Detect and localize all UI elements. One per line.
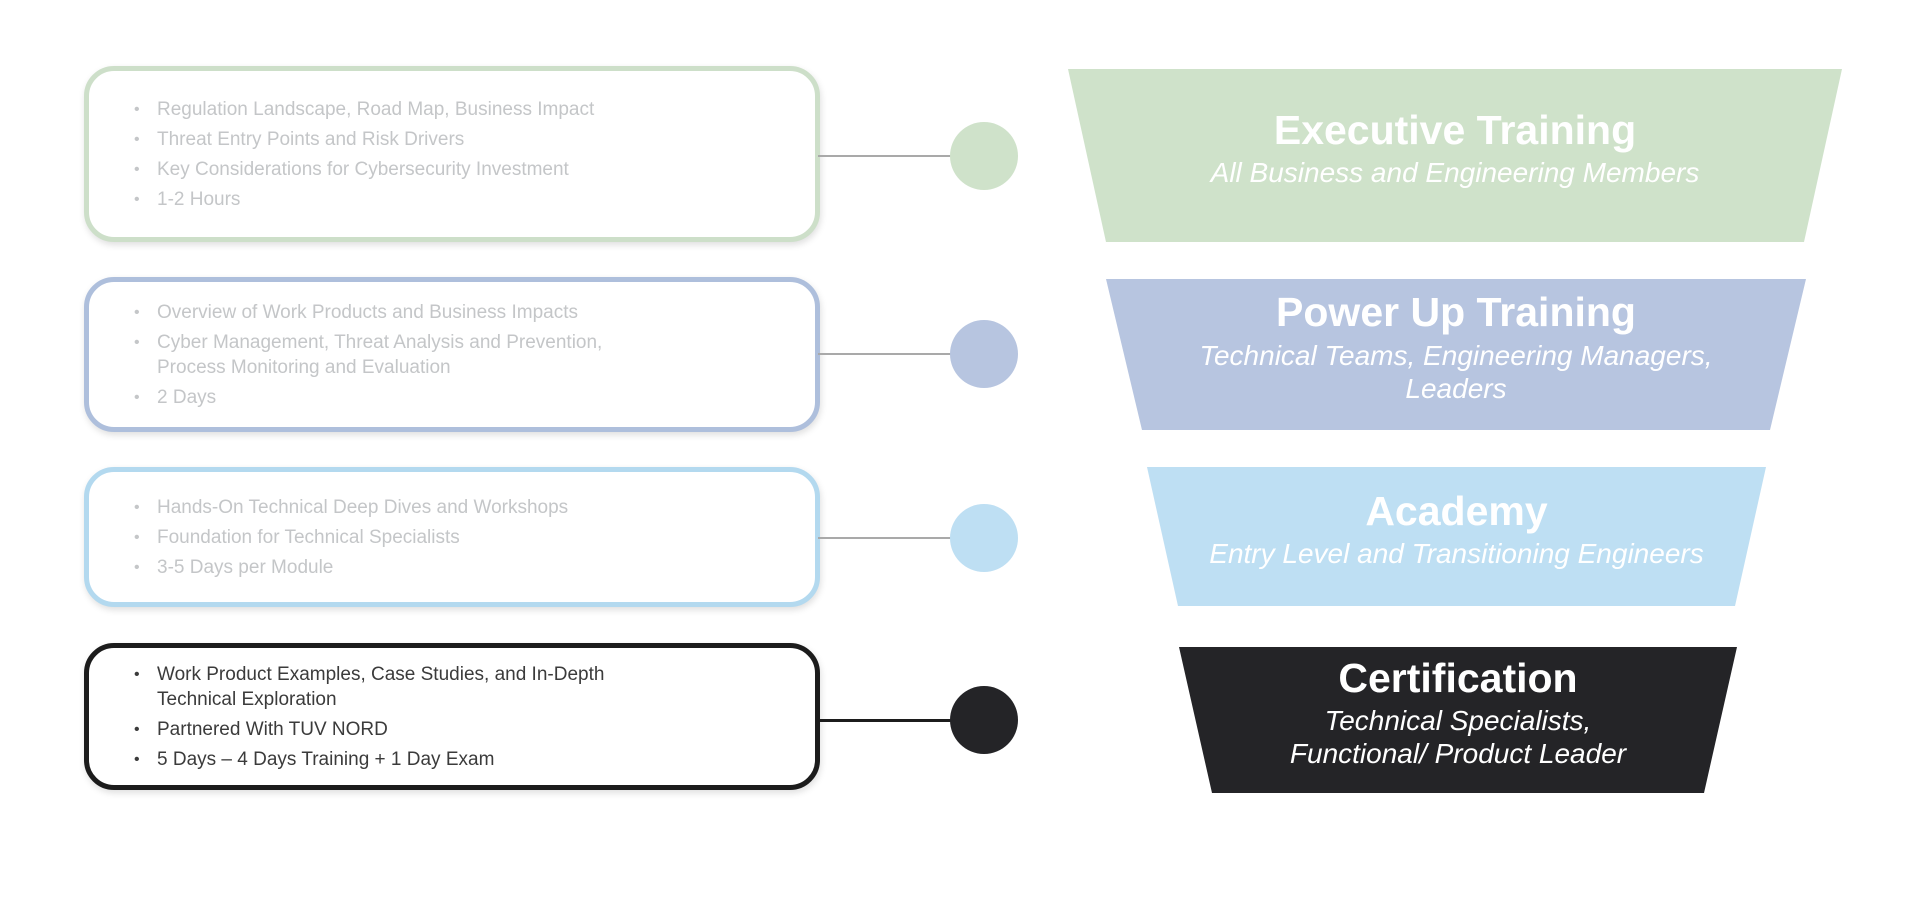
- power-up-funnel-segment: Power Up Training Technical Teams, Engin…: [1106, 279, 1806, 430]
- executive-details-box: Regulation Landscape, Road Map, Business…: [84, 66, 820, 242]
- bullet-item: Regulation Landscape, Road Map, Business…: [127, 97, 594, 122]
- certification-connector-dot: [950, 686, 1018, 754]
- power-up-bullet-list: Overview of Work Products and Business I…: [127, 295, 602, 415]
- bullet-item: Foundation for Technical Specialists: [127, 525, 568, 550]
- executive-bullet-list: Regulation Landscape, Road Map, Business…: [127, 92, 594, 217]
- bullet-item: Cyber Management, Threat Analysis and Pr…: [127, 330, 602, 380]
- power-up-connector-line: [818, 353, 953, 355]
- segment-subtitle: Technical Teams, Engineering Managers, L…: [1199, 339, 1713, 404]
- certification-connector-line: [818, 719, 953, 722]
- certification-funnel-segment: Certification Technical Specialists, Fun…: [1179, 647, 1737, 793]
- bullet-item: Hands-On Technical Deep Dives and Worksh…: [127, 495, 568, 520]
- segment-title: Executive Training: [1273, 106, 1637, 153]
- bullet-item: Partnered With TUV NORD: [127, 717, 604, 742]
- power-up-connector-dot: [950, 320, 1018, 388]
- bullet-item: Work Product Examples, Case Studies, and…: [127, 662, 604, 712]
- bullet-item: 1-2 Hours: [127, 187, 594, 212]
- certification-bullet-list: Work Product Examples, Case Studies, and…: [127, 657, 604, 777]
- bullet-item: Threat Entry Points and Risk Drivers: [127, 127, 594, 152]
- segment-subtitle: All Business and Engineering Members: [1210, 157, 1700, 189]
- bullet-item: 3-5 Days per Module: [127, 555, 568, 580]
- academy-bullet-list: Hands-On Technical Deep Dives and Worksh…: [127, 490, 568, 585]
- segment-subtitle: Technical Specialists, Functional/ Produ…: [1289, 705, 1627, 770]
- executive-funnel-segment: Executive Training All Business and Engi…: [1068, 69, 1842, 242]
- academy-funnel-segment: Academy Entry Level and Transitioning En…: [1147, 467, 1766, 606]
- segment-title: Academy: [1365, 487, 1548, 534]
- segment-subtitle: Entry Level and Transitioning Engineers: [1209, 538, 1704, 570]
- academy-details-box: Hands-On Technical Deep Dives and Worksh…: [84, 467, 820, 607]
- certification-details-box: Work Product Examples, Case Studies, and…: [84, 643, 820, 790]
- bullet-item: Key Considerations for Cybersecurity Inv…: [127, 157, 594, 182]
- bullet-item: 2 Days: [127, 385, 602, 410]
- academy-connector-line: [818, 537, 953, 539]
- executive-connector-dot: [950, 122, 1018, 190]
- executive-connector-line: [818, 155, 953, 157]
- bullet-item: 5 Days – 4 Days Training + 1 Day Exam: [127, 747, 604, 772]
- academy-connector-dot: [950, 504, 1018, 572]
- bullet-item: Overview of Work Products and Business I…: [127, 300, 602, 325]
- segment-title: Power Up Training: [1276, 289, 1636, 336]
- power-up-details-box: Overview of Work Products and Business I…: [84, 277, 820, 432]
- segment-title: Certification: [1338, 654, 1578, 701]
